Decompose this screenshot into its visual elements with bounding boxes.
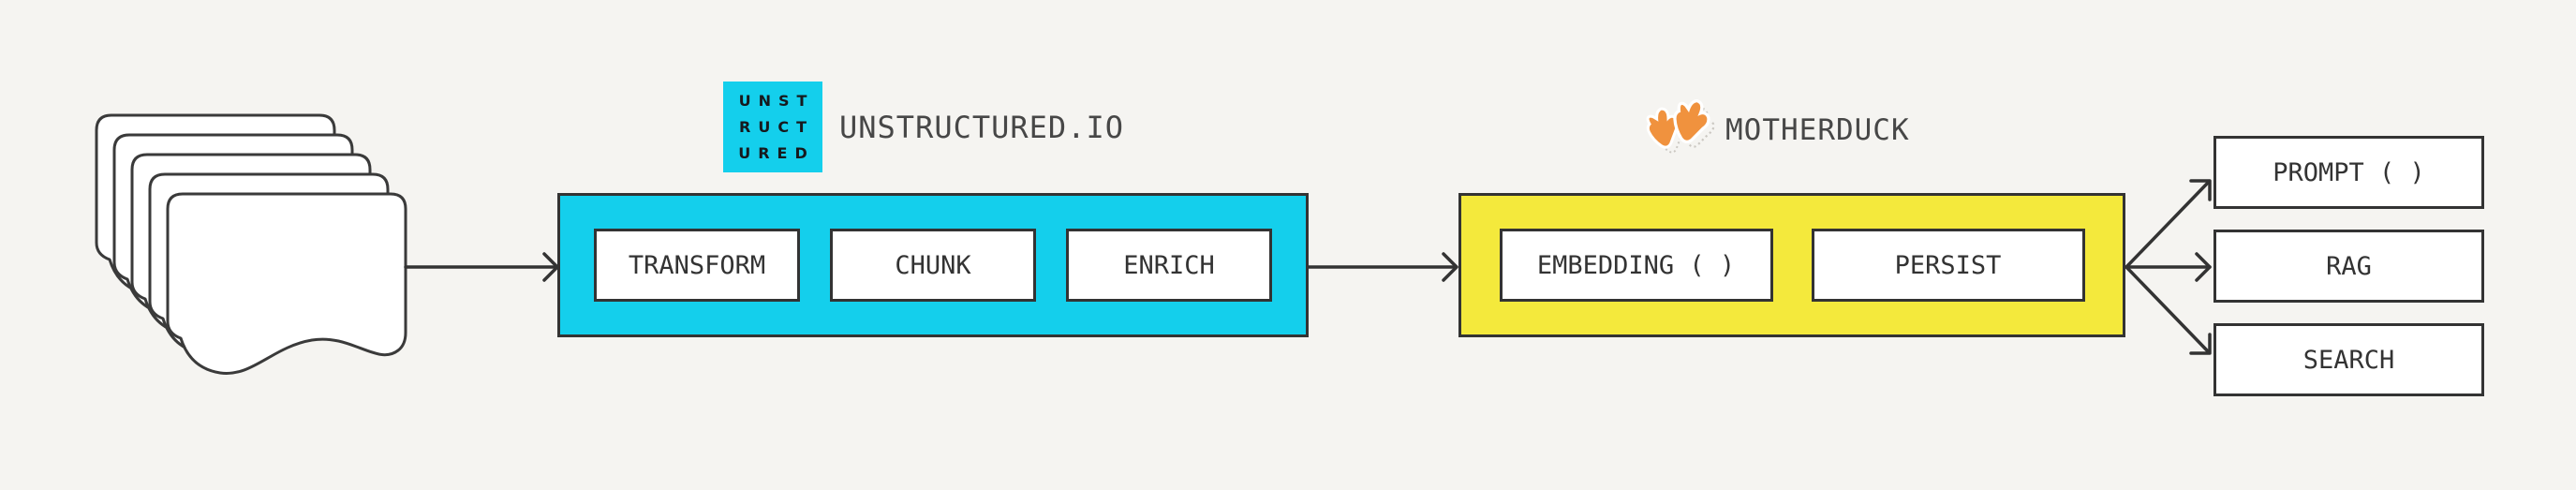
stage-persist: PERSIST [1811, 229, 2085, 302]
stage-enrich: ENRICH [1066, 229, 1272, 302]
document-stack-icon [95, 113, 407, 375]
arrow-motherduck-to-rag [2124, 252, 2212, 282]
motherduck-title: MOTHERDUCK [1725, 113, 1910, 147]
motherduck-pipeline-container: EMBEDDING ( ) PERSIST [1458, 193, 2125, 337]
arrow-unstructured-to-motherduck [1301, 252, 1458, 282]
unstructured-logo: UNST RUCT URED [723, 82, 822, 172]
unstructured-logo-line: RUCT [739, 117, 814, 136]
arrow-motherduck-to-search [2124, 265, 2212, 355]
motherduck-logo: MOTHERDUCK [1637, 94, 1910, 167]
stage-embedding: EMBEDDING ( ) [1499, 229, 1773, 302]
arrow-motherduck-to-prompt [2124, 179, 2212, 269]
output-prompt: PROMPT ( ) [2213, 136, 2484, 209]
unstructured-logo-line: UNST [738, 91, 815, 110]
output-rag: RAG [2213, 230, 2484, 303]
duck-feet-icon [1646, 98, 1715, 154]
stage-transform: TRANSFORM [594, 229, 800, 302]
unstructured-title: UNSTRUCTURED.IO [839, 109, 1124, 145]
output-search: SEARCH [2213, 323, 2484, 396]
arrow-docs-to-unstructured [404, 252, 559, 282]
unstructured-logo-line: URED [738, 143, 815, 162]
unstructured-pipeline-container: TRANSFORM CHUNK ENRICH [557, 193, 1309, 337]
stage-chunk: CHUNK [830, 229, 1036, 302]
